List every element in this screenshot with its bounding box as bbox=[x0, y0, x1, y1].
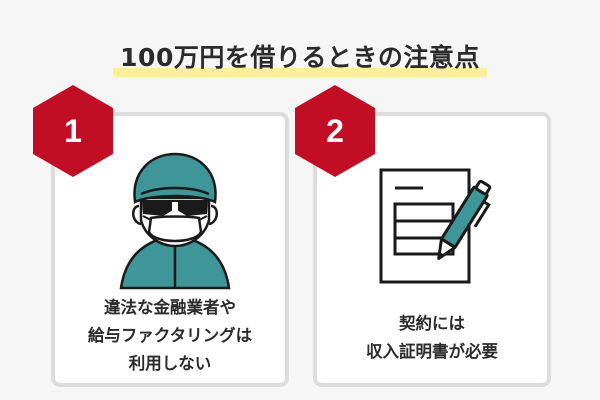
title-highlight bbox=[113, 68, 487, 77]
page-title: 100万円を借りるときの注意点 bbox=[113, 38, 487, 77]
number-badge-2: 2 bbox=[326, 113, 344, 149]
number-badge-2-hexagon-icon bbox=[295, 85, 375, 177]
tip-2-line-2: 収入証明書が必要 bbox=[366, 342, 498, 361]
tip-2-line-1: 契約には bbox=[399, 314, 465, 333]
number-badge-1-hexagon-icon bbox=[33, 85, 113, 177]
tip-1-line-2: 給与ファクタリングは bbox=[87, 326, 253, 345]
number-badge-1: 1 bbox=[64, 113, 82, 149]
tip-text-2: 契約には 収入証明書が必要 bbox=[317, 310, 547, 366]
tip-1-line-1: 違法な金融業者や bbox=[104, 298, 236, 317]
tip-card-1: 違法な金融業者や 給与ファクタリングは 利用しない bbox=[51, 112, 289, 387]
contract-document-pen-icon bbox=[379, 168, 492, 284]
tip-text-1: 違法な金融業者や 給与ファクタリングは 利用しない bbox=[55, 294, 285, 378]
tip-card-2: 契約には 収入証明書が必要 bbox=[313, 112, 551, 387]
masked-person-icon bbox=[119, 152, 231, 290]
tip-1-line-3: 利用しない bbox=[128, 354, 212, 373]
title-container: 100万円を借りるときの注意点 bbox=[0, 38, 600, 77]
title-text: 100万円を借りるときの注意点 bbox=[120, 43, 480, 72]
